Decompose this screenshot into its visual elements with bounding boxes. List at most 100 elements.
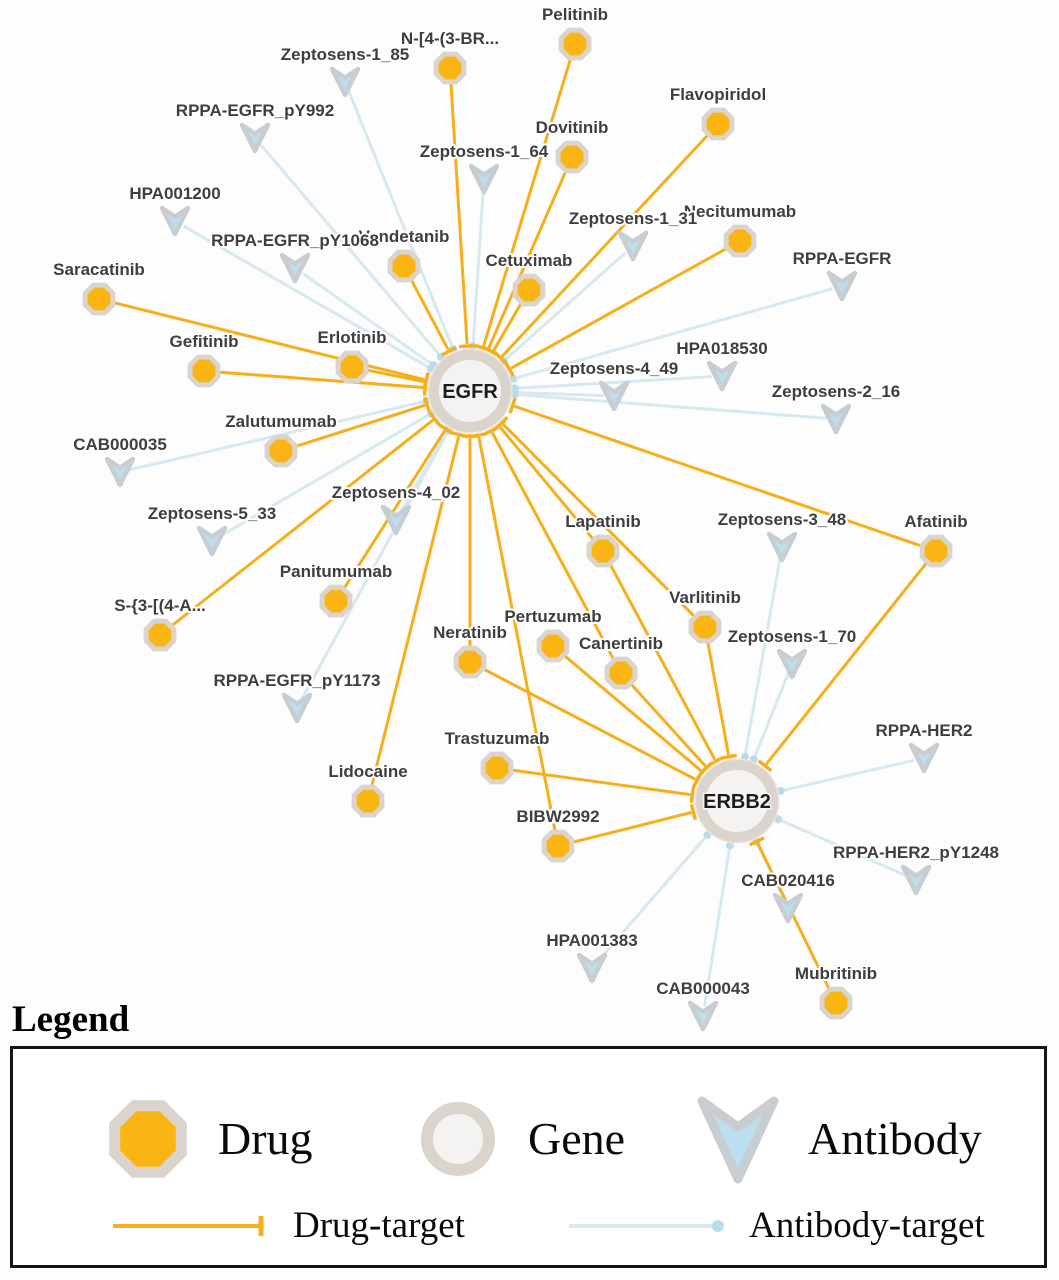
node-saracatinib[interactable]	[82, 282, 116, 316]
edge-hpa018530-egfr	[514, 375, 713, 390]
node-mubritinib[interactable]	[819, 986, 853, 1020]
node-trastuzumab[interactable]	[480, 751, 514, 785]
node-dovitinib[interactable]	[555, 140, 589, 174]
drug-shape	[701, 107, 735, 141]
node-hpa018530[interactable]	[706, 360, 738, 392]
node-cab000035[interactable]	[104, 456, 136, 488]
drug-shape	[536, 629, 570, 663]
node-rppa-egfr-py1068[interactable]	[279, 252, 311, 284]
label-neratinib: Neratinib	[433, 623, 507, 642]
node-s-3-4-a[interactable]	[143, 618, 177, 652]
edge-zeptosens-4-49-egfr	[514, 391, 605, 398]
antibody-shape	[826, 270, 858, 302]
node-rppa-her2[interactable]	[908, 742, 940, 774]
node-cab000043[interactable]	[687, 1000, 719, 1032]
node-rppa-egfr-py992[interactable]	[239, 122, 271, 154]
legend-antibody-label: Antibody	[808, 1113, 982, 1164]
drug-shape	[723, 224, 757, 258]
node-zeptosens-4-49[interactable]	[598, 380, 630, 412]
network-canvas[interactable]: EGFRERBB2PelitinibN-[4-(3-BR...Dovitinib…	[0, 0, 1059, 1040]
antibody-shape	[196, 525, 228, 557]
label-zeptosens-4-02: Zeptosens-4_02	[332, 483, 461, 502]
node-zeptosens-4-02[interactable]	[380, 504, 412, 536]
node-rppa-egfr[interactable]	[826, 270, 858, 302]
node-pelitinib[interactable]	[558, 27, 592, 61]
node-flavopiridol[interactable]	[701, 107, 735, 141]
node-zeptosens-3-48[interactable]	[766, 531, 798, 563]
label-bibw2992: BIBW2992	[516, 807, 599, 826]
edge-cab000043-erbb2-dot	[725, 841, 734, 850]
edge-rppa-egfr-egfr-dot	[509, 374, 518, 383]
node-zalutumumab[interactable]	[264, 434, 298, 468]
edge-rppa-her2-erbb2	[780, 758, 915, 793]
antibody-vee-shape	[697, 1096, 779, 1184]
edge-lapatinib-erbb2	[609, 564, 717, 761]
node-erbb2[interactable]: ERBB2	[694, 758, 780, 844]
edge-afatinib-erbb2-tee	[757, 759, 773, 773]
node-zeptosens-5-33[interactable]	[196, 525, 228, 557]
edge-rppa-her2-py1248-erbb2	[777, 817, 908, 878]
label-dovitinib: Dovitinib	[536, 118, 609, 137]
node-zeptosens-2-16[interactable]	[820, 403, 852, 435]
node-panitumumab[interactable]	[319, 584, 353, 618]
node-zeptosens-1-85[interactable]	[329, 66, 361, 98]
edge-zeptosens-1-31-egfr	[502, 251, 627, 363]
label-panitumumab: Panitumumab	[280, 562, 392, 581]
node-vandetanib[interactable]	[387, 249, 421, 283]
node-egfr[interactable]: EGFR	[427, 348, 513, 434]
node-bibw2992[interactable]	[541, 829, 575, 863]
edge-mubritinib-erbb2	[756, 842, 831, 990]
node-hpa001383[interactable]	[576, 952, 608, 984]
edge-zeptosens-1-85-egfr	[347, 90, 455, 350]
node-cetuximab[interactable]	[512, 273, 546, 307]
label-gefitinib: Gefitinib	[170, 332, 239, 351]
edge-panitumumab-egfr-tee	[438, 423, 454, 435]
node-zeptosens-1-31[interactable]	[617, 230, 649, 262]
antibody-shape	[766, 531, 798, 563]
node-lidocaine[interactable]	[351, 784, 385, 818]
drug-shape	[688, 610, 722, 644]
edge-zeptosens-2-16-egfr	[514, 392, 827, 420]
drug-shape	[319, 584, 353, 618]
antibody-shape	[598, 380, 630, 412]
antibody-shape	[908, 742, 940, 774]
label-erlotinib: Erlotinib	[318, 328, 387, 347]
drug-shape	[335, 350, 369, 384]
edge-canertinib-egfr	[490, 431, 615, 660]
node-erlotinib[interactable]	[335, 350, 369, 384]
drug-shape	[819, 986, 853, 1020]
gene-shape	[696, 760, 778, 842]
drug-shape	[512, 273, 546, 307]
node-neratinib[interactable]	[453, 645, 487, 679]
antibody-shape	[468, 163, 500, 195]
node-varlitinib[interactable]	[688, 610, 722, 644]
node-afatinib[interactable]	[919, 534, 953, 568]
node-canertinib[interactable]	[604, 656, 638, 690]
edge-neratinib-erbb2	[483, 668, 697, 781]
antibody-shape	[159, 205, 191, 237]
node-layer: EGFR ERBB2	[82, 27, 953, 1032]
node-zeptosens-1-64[interactable]	[468, 163, 500, 195]
node-rppa-her2-py1248[interactable]	[900, 864, 932, 896]
label-cab000043: CAB000043	[656, 979, 750, 998]
node-n-4-3-br[interactable]	[433, 51, 467, 85]
drug-shape	[586, 534, 620, 568]
edge-varlitinib-erbb2-tee	[720, 753, 738, 760]
legend-antibody-edge-label: Antibody-target	[749, 1205, 985, 1246]
edge-zalutumumab-egfr	[295, 403, 426, 448]
label-pelitinib: Pelitinib	[542, 5, 608, 24]
node-necitumumab[interactable]	[723, 224, 757, 258]
label-cab020416: CAB020416	[741, 871, 835, 890]
node-pertuzumab[interactable]	[536, 629, 570, 663]
edge-panitumumab-egfr	[343, 429, 446, 589]
node-cab020416[interactable]	[772, 892, 804, 924]
antibody-shape	[687, 1000, 719, 1032]
node-zeptosens-1-70[interactable]	[776, 648, 808, 680]
node-gefitinib[interactable]	[187, 354, 221, 388]
node-hpa001200[interactable]	[159, 205, 191, 237]
antibody-node-icon	[697, 1096, 779, 1184]
node-rppa-egfr-py1173[interactable]	[281, 692, 313, 724]
node-lapatinib[interactable]	[586, 534, 620, 568]
legend-drug-edge-label: Drug-target	[293, 1205, 465, 1246]
legend-item-antibody: Antibody	[688, 1089, 982, 1189]
